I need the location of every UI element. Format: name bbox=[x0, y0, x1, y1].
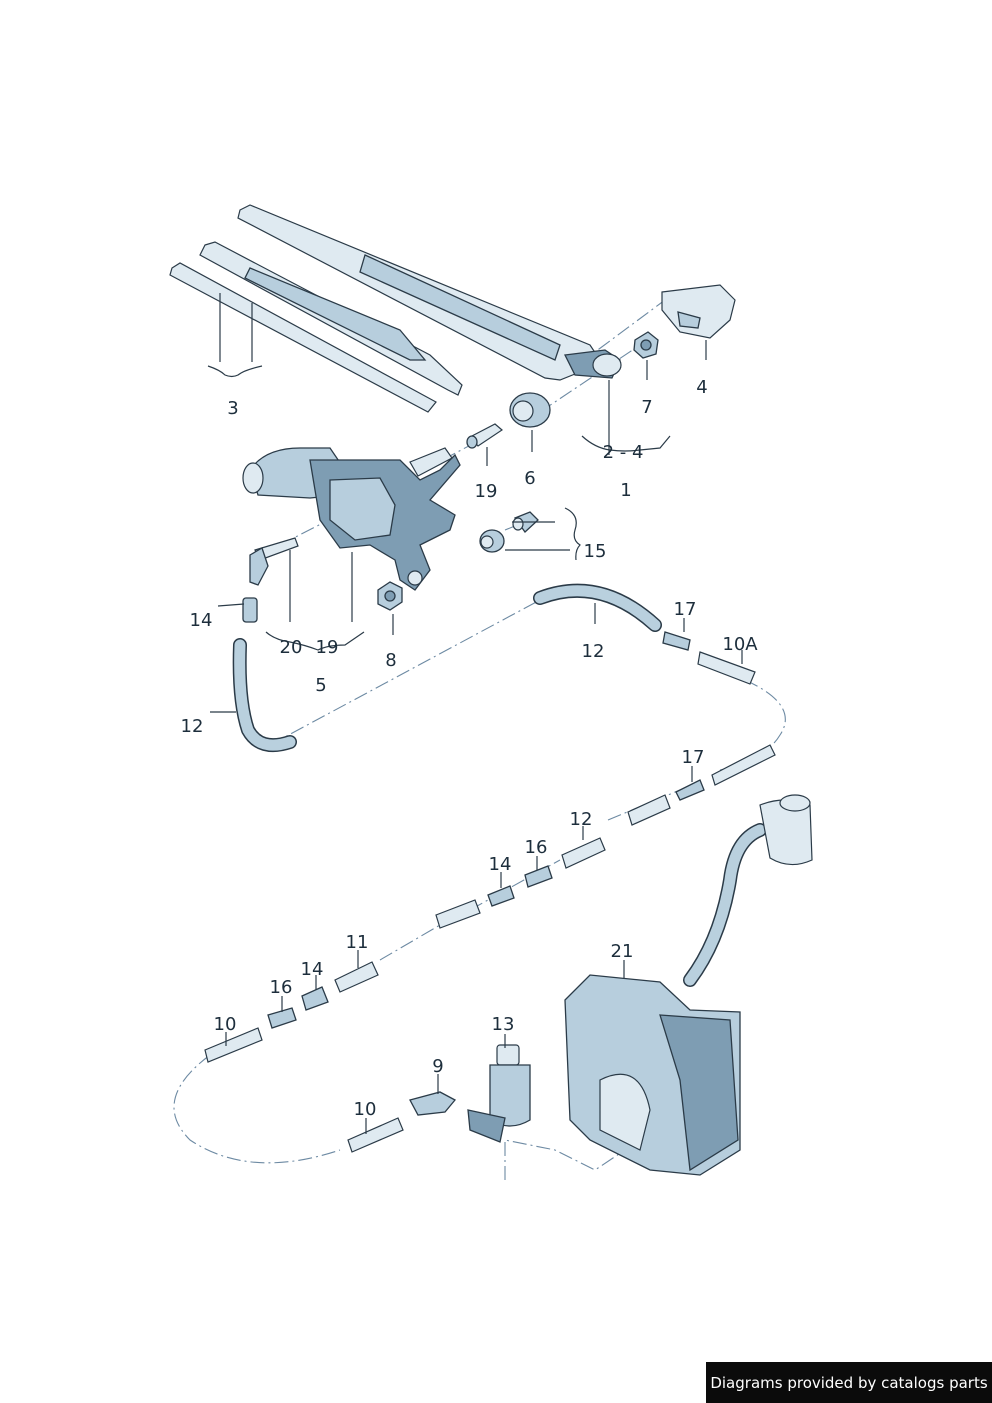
credit-text: Diagrams provided by catalogs parts bbox=[710, 1373, 988, 1392]
wiper-motor bbox=[242, 447, 461, 591]
label-9: 9 bbox=[432, 1056, 443, 1077]
hose-12-upper bbox=[533, 583, 662, 632]
label-3: 3 bbox=[227, 398, 238, 419]
label-16-middle: 16 bbox=[525, 837, 548, 858]
hose-10-lower bbox=[347, 1117, 404, 1153]
label-7: 7 bbox=[641, 397, 652, 418]
leader-lines bbox=[207, 293, 743, 1134]
label-14-middle: 14 bbox=[489, 854, 512, 875]
label-8: 8 bbox=[385, 650, 396, 671]
wiper-blade bbox=[169, 241, 463, 413]
label-10-lower: 10 bbox=[354, 1099, 377, 1120]
grommet-6 bbox=[509, 392, 551, 428]
part-labels: 3 4 7 2 - 4 1 6 19 15 14 20 19 5 8 12 12… bbox=[181, 377, 759, 1120]
label-14-upper: 14 bbox=[190, 610, 213, 631]
label-10-upper: 10 bbox=[214, 1014, 237, 1035]
connector-17-upper bbox=[662, 631, 691, 651]
label-15: 15 bbox=[584, 541, 607, 562]
cover-cap bbox=[661, 284, 736, 339]
label-10A: 10A bbox=[722, 634, 758, 655]
label-21: 21 bbox=[611, 941, 634, 962]
label-19-lower: 19 bbox=[316, 637, 339, 658]
hose-lower-17 bbox=[675, 744, 776, 801]
label-13: 13 bbox=[492, 1014, 515, 1035]
label-5: 5 bbox=[315, 675, 326, 696]
label-12-middle: 12 bbox=[570, 809, 593, 830]
wiper-arm bbox=[237, 204, 622, 381]
label-17-lower: 17 bbox=[682, 747, 705, 768]
washer-pump bbox=[467, 1044, 531, 1143]
label-17-upper: 17 bbox=[674, 599, 697, 620]
label-4: 4 bbox=[696, 377, 707, 398]
label-20: 20 bbox=[280, 637, 303, 658]
nozzle-20 bbox=[242, 537, 299, 623]
hose-10A bbox=[697, 651, 756, 685]
label-16-lower: 16 bbox=[270, 977, 293, 998]
label-6: 6 bbox=[524, 468, 535, 489]
hose-12-left bbox=[232, 638, 297, 752]
label-12-left: 12 bbox=[181, 716, 204, 737]
label-2-4: 2 - 4 bbox=[603, 442, 644, 463]
label-14-lower: 14 bbox=[301, 959, 324, 980]
label-12-upper: 12 bbox=[582, 641, 605, 662]
label-11: 11 bbox=[346, 932, 369, 953]
elbow-9 bbox=[409, 1091, 457, 1116]
hose-segments bbox=[204, 794, 671, 1063]
washer-reservoir bbox=[564, 794, 813, 1176]
label-1: 1 bbox=[620, 480, 631, 501]
bushing-15 bbox=[479, 511, 539, 553]
label-19-upper: 19 bbox=[475, 481, 498, 502]
nut-7 bbox=[633, 331, 659, 359]
spacer-19 bbox=[466, 423, 503, 449]
credit-banner: Diagrams provided by catalogs parts bbox=[706, 1362, 992, 1403]
nut-8 bbox=[377, 581, 403, 611]
